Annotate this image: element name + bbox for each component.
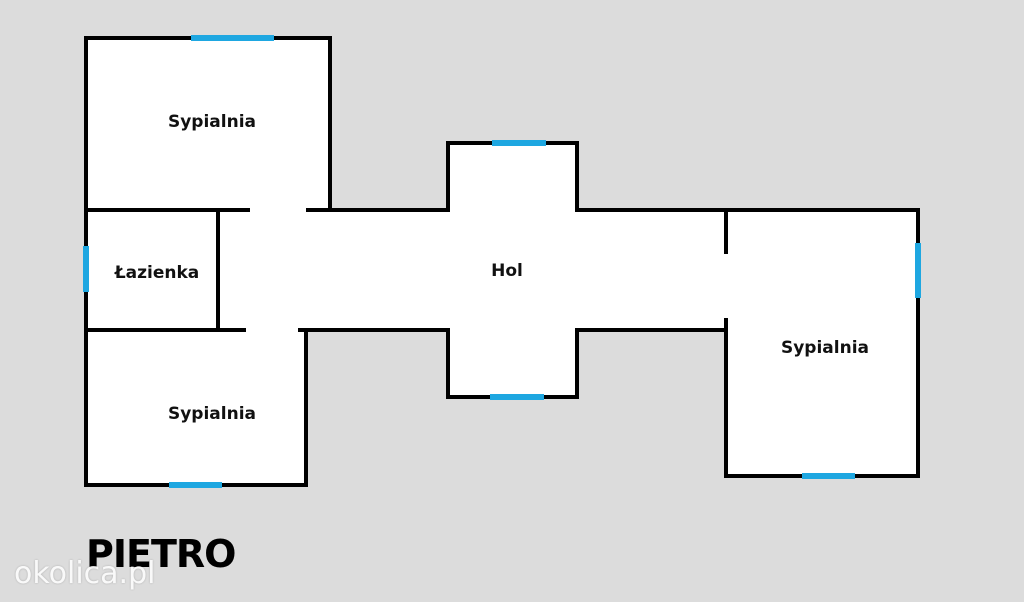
windows <box>83 35 921 488</box>
floor-fills <box>86 38 918 485</box>
room-label-bedroom-top-left: Sypialnia <box>168 112 256 132</box>
floor-bedroom-bottom-left <box>86 330 306 485</box>
room-label-bedroom-bottom-left: Sypialnia <box>168 404 256 424</box>
floor-bathroom <box>86 210 218 330</box>
room-label-bathroom: Łazienka <box>114 263 200 283</box>
floor-corridor <box>218 210 728 330</box>
floor-bedroom-right <box>726 209 918 476</box>
watermark: okolica.pl <box>14 556 156 591</box>
floor-hall-top-alcove <box>448 143 577 213</box>
floor-bedroom-top-left <box>86 38 330 210</box>
floor-hall-bottom-alcove <box>448 327 577 397</box>
room-label-hall: Hol <box>491 261 523 281</box>
floor-title: PIETRO <box>86 532 236 576</box>
room-label-bedroom-right: Sypialnia <box>781 338 869 358</box>
